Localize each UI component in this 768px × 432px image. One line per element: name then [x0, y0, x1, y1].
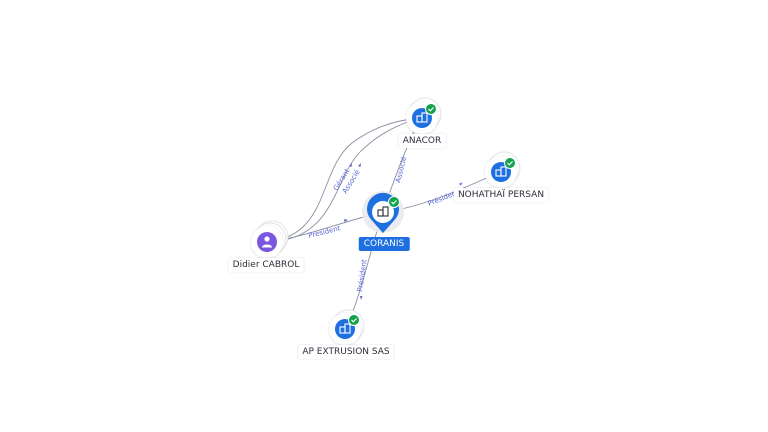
check-icon — [425, 103, 437, 115]
node-label-didier[interactable]: Didier CABROL — [228, 258, 304, 272]
building-icon — [377, 206, 389, 217]
node-label-anacor[interactable]: ANACOR — [398, 134, 446, 148]
building-icon — [495, 166, 507, 177]
person-circle — [257, 232, 277, 252]
edge-didier-anacor-associe[interactable] — [267, 117, 421, 243]
edge-label-associe-coranis: Associé — [394, 156, 408, 184]
arrow-associe-didier — [358, 163, 361, 167]
node-nohathai[interactable] — [485, 151, 521, 188]
node-label-coranis[interactable]: CORANIS — [358, 237, 410, 251]
node-didier[interactable] — [251, 220, 289, 258]
check-icon — [348, 314, 360, 326]
node-coranis[interactable] — [362, 191, 404, 233]
building-icon — [416, 112, 428, 123]
edge-label-president-ap: Président — [356, 259, 369, 293]
node-label-nohathai[interactable]: NOHATHAÏ PERSAN — [453, 188, 549, 202]
arrow-president-nohathai — [459, 182, 463, 186]
person-icon — [262, 236, 272, 248]
arrow-gerant — [349, 163, 352, 167]
node-ap-extrusion[interactable] — [329, 309, 365, 345]
node-anacor[interactable] — [406, 97, 442, 134]
edge-didier-anacor-gerant[interactable] — [267, 117, 421, 243]
node-label-ap-extrusion[interactable]: AP EXTRUSION SAS — [298, 345, 394, 359]
arrow-president-didier — [344, 219, 348, 222]
check-icon — [504, 157, 516, 169]
arrow-president-ap — [360, 296, 363, 300]
building-icon — [339, 323, 351, 334]
check-icon — [388, 196, 400, 208]
